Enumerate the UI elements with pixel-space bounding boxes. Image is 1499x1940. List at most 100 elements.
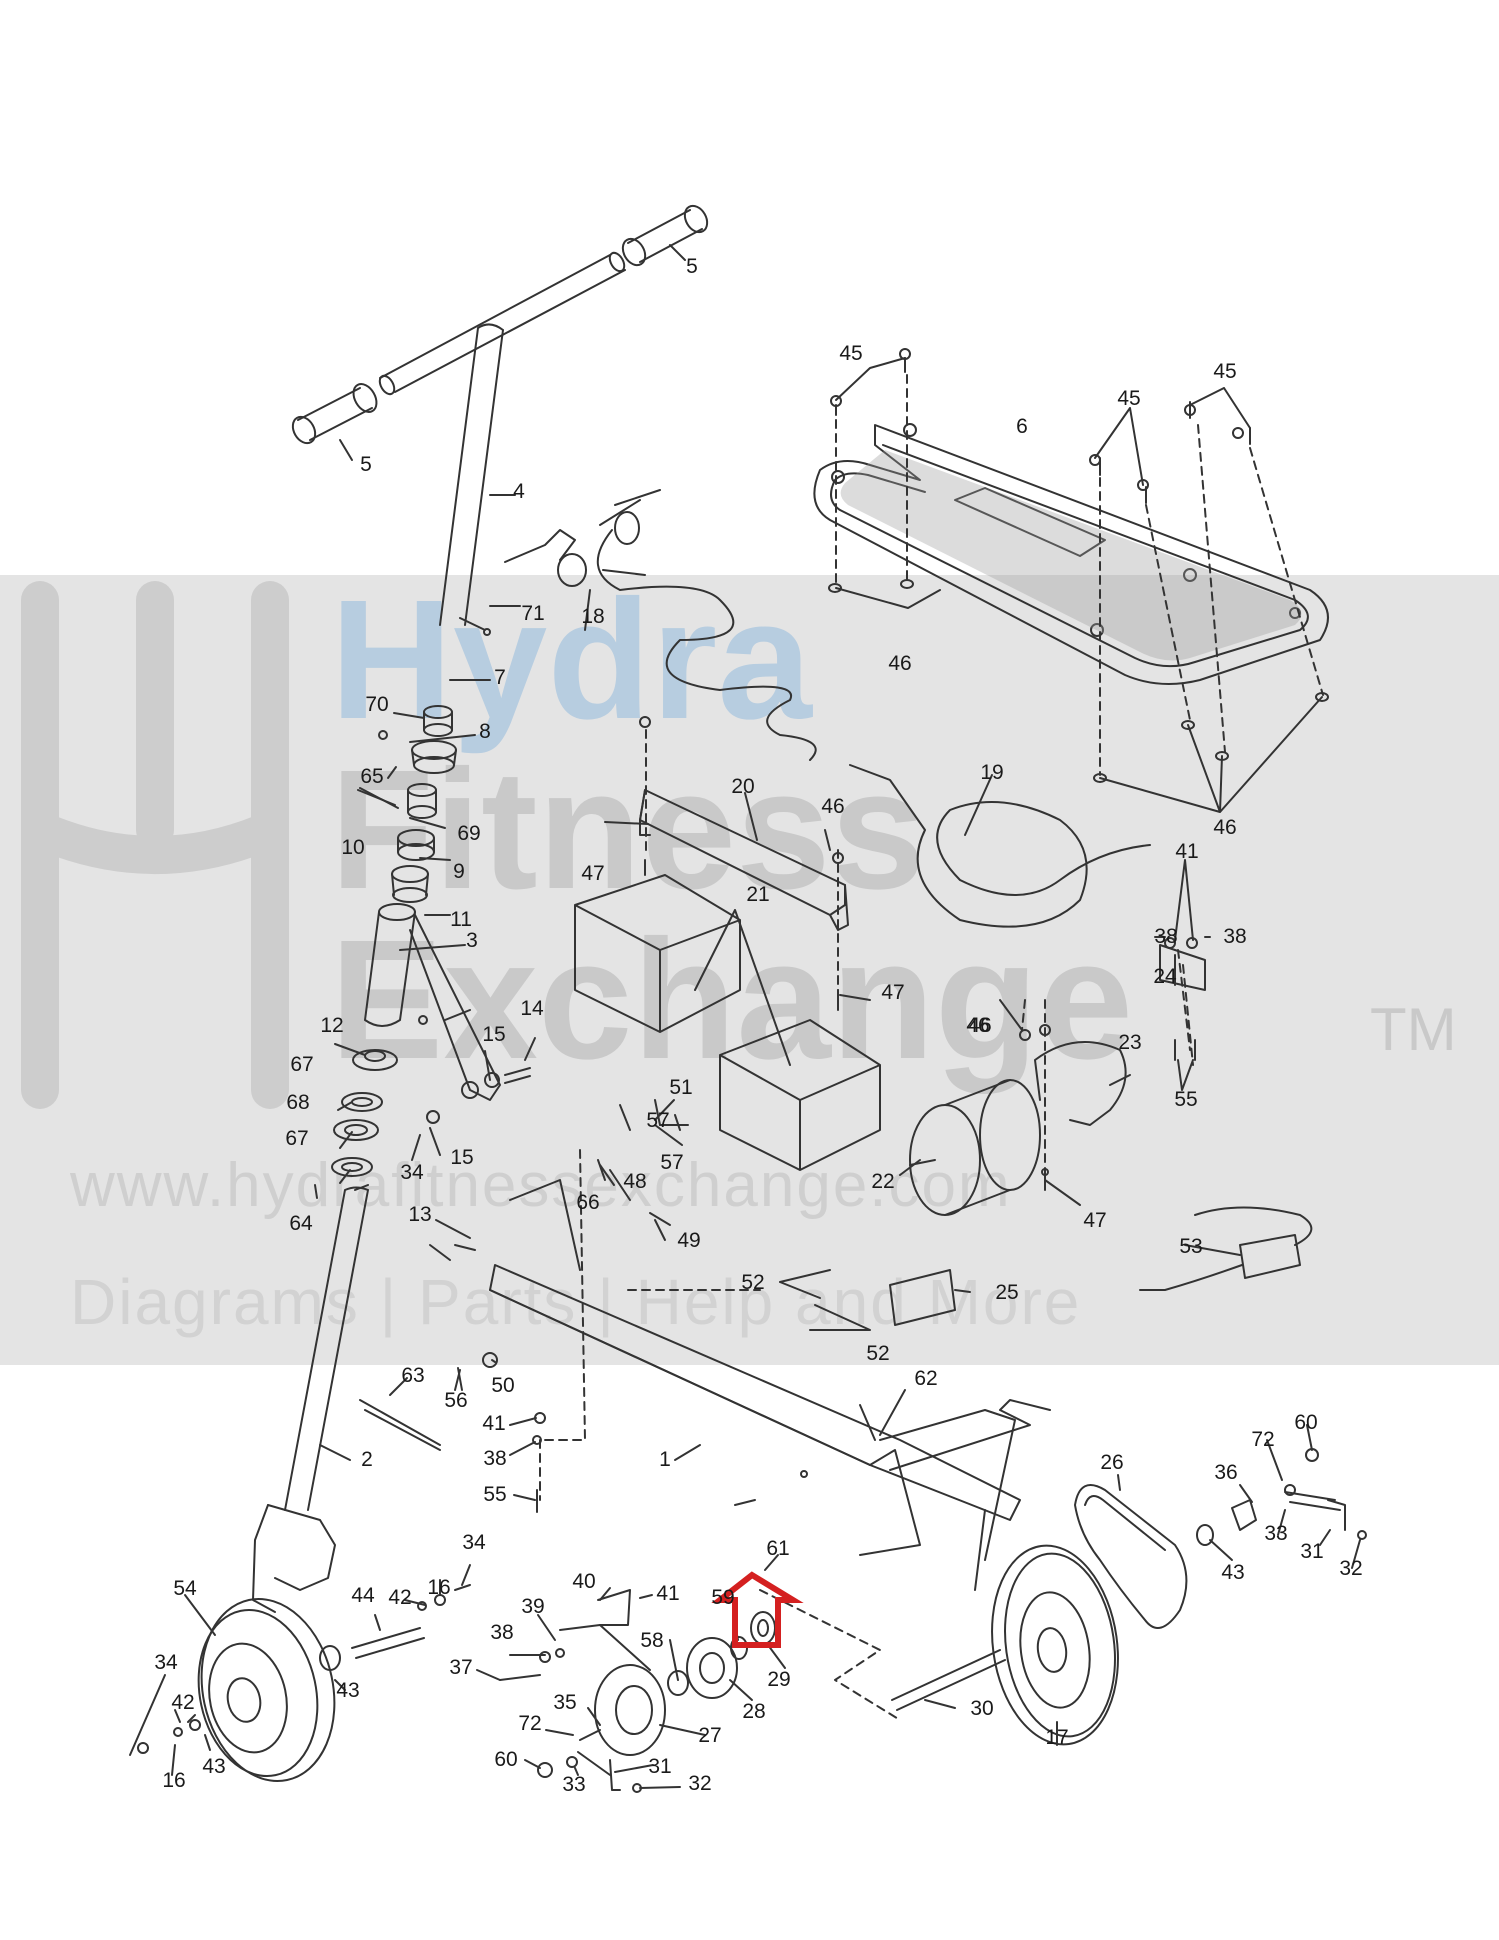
callout-label: 25 — [995, 1281, 1019, 1304]
stem-tube — [439, 323, 504, 626]
callout-label: 45 — [839, 342, 863, 365]
watermark-url: www.hydrafitnessexchange.com — [70, 1151, 1012, 1220]
callout-label: 56 — [444, 1389, 468, 1412]
callout-label: 4 — [513, 480, 525, 503]
main-frame — [489, 1179, 1051, 1591]
callout-label: 16 — [427, 1576, 451, 1599]
callout-label: 8 — [479, 720, 491, 743]
callout-label: 67 — [290, 1053, 314, 1076]
brake-lever-cable — [504, 489, 817, 761]
deck-texture — [840, 450, 1302, 661]
callout-label: 32 — [688, 1772, 712, 1795]
callout-label: 40 — [572, 1570, 596, 1593]
bracket-24 — [1159, 944, 1206, 991]
tensioner-hardware-right — [1196, 1448, 1367, 1546]
callout-label: 45 — [1213, 360, 1237, 383]
callout-label: 10 — [341, 836, 365, 859]
battery-packs — [574, 874, 881, 1171]
callout-label: 47 — [881, 981, 905, 1004]
callout-label: 21 — [746, 883, 770, 906]
callout-label: 63 — [401, 1364, 425, 1387]
callout-label: 19 — [980, 761, 1004, 784]
callout-label: 70 — [365, 693, 389, 716]
callout-label: 66 — [576, 1191, 600, 1214]
rear-wheel — [991, 1544, 1119, 1746]
callout-label: 41 — [1175, 840, 1199, 863]
callout-label: 46 — [888, 652, 912, 675]
callout-label: 59 — [711, 1586, 735, 1609]
callout-label: 44 — [351, 1584, 375, 1607]
battery-bracket — [639, 789, 849, 931]
callout-label: 60 — [1294, 1411, 1318, 1434]
callout-label: 32 — [1339, 1557, 1363, 1580]
watermark-tagline: Diagrams | Parts | Help and More — [70, 1266, 1082, 1338]
callout-label: 41 — [482, 1412, 506, 1435]
callout-label: 17 — [1045, 1726, 1069, 1749]
cable-tie-63 — [359, 1399, 441, 1451]
callout-label: 34 — [400, 1161, 424, 1184]
callout-label: 45 — [1117, 387, 1141, 410]
callout-label: 51 — [669, 1076, 693, 1099]
callout-label: 71 — [521, 602, 545, 625]
callout-label: 15 — [482, 1023, 506, 1046]
leader-lines — [129, 244, 1361, 1789]
callout-label: 43 — [202, 1755, 226, 1778]
callout-label: 35 — [553, 1691, 577, 1714]
callout-label: 53 — [1179, 1235, 1203, 1258]
watermark-band — [0, 575, 1499, 1365]
callout-label: 58 — [640, 1629, 664, 1652]
callout-label: 52 — [741, 1271, 765, 1294]
callout-label: 61 — [766, 1537, 790, 1560]
callout-label: 24 — [1153, 965, 1177, 988]
charger — [1139, 1206, 1313, 1291]
callout-label: 29 — [767, 1668, 791, 1691]
callout-label: 18 — [581, 605, 605, 628]
callout-label: 52 — [866, 1342, 890, 1365]
callout-label: 11 — [450, 908, 472, 931]
callout-label: 39 — [521, 1595, 545, 1618]
callout-label: 57 — [660, 1151, 684, 1174]
motor-and-cover — [909, 1041, 1127, 1216]
rear-axle — [891, 1649, 1006, 1711]
headset-stack — [359, 705, 457, 903]
callout-label: 46 — [1213, 816, 1237, 839]
callout-label: 5 — [360, 453, 372, 476]
callout-label: 48 — [623, 1170, 647, 1193]
callout-label: 55 — [483, 1483, 507, 1506]
callout-label: 57 — [646, 1109, 670, 1132]
callout-label: 30 — [970, 1697, 994, 1720]
callout-label: 26 — [1100, 1451, 1124, 1474]
callout-label: 64 — [289, 1212, 313, 1235]
callout-label: 3 — [466, 929, 478, 952]
callout-label: 72 — [1251, 1428, 1275, 1451]
callout-label: 38 — [490, 1621, 514, 1644]
bearing-set — [331, 1049, 531, 1177]
handlebar — [291, 204, 709, 445]
callout-label: 34 — [462, 1531, 486, 1554]
deck-plate — [813, 423, 1329, 685]
front-fork — [252, 1186, 369, 1613]
callout-label: 33 — [1264, 1522, 1288, 1545]
fork-neck — [364, 903, 501, 1101]
callout-label: 7 — [494, 666, 506, 689]
callout-label: 41 — [656, 1582, 680, 1605]
front-wheel — [197, 1598, 425, 1782]
pulley-assembly — [559, 1589, 776, 1756]
callout-label: 68 — [286, 1091, 310, 1114]
callout-label: 31 — [1300, 1540, 1324, 1563]
callout-label: 14 — [520, 997, 544, 1020]
callout-label: 22 — [871, 1170, 895, 1193]
callout-label: 28 — [742, 1700, 766, 1723]
callout-label: 54 — [173, 1577, 197, 1600]
callout-label: 9 — [453, 860, 465, 883]
callout-label: 38 — [1223, 925, 1247, 948]
callout-label: 1 — [659, 1448, 671, 1471]
callout-label: 62 — [914, 1367, 938, 1390]
watermark-tm: TM — [1370, 996, 1457, 1063]
callout-label: 42 — [388, 1586, 412, 1609]
callout-label: 69 — [457, 822, 481, 845]
controller-plate-25 — [889, 1269, 956, 1326]
